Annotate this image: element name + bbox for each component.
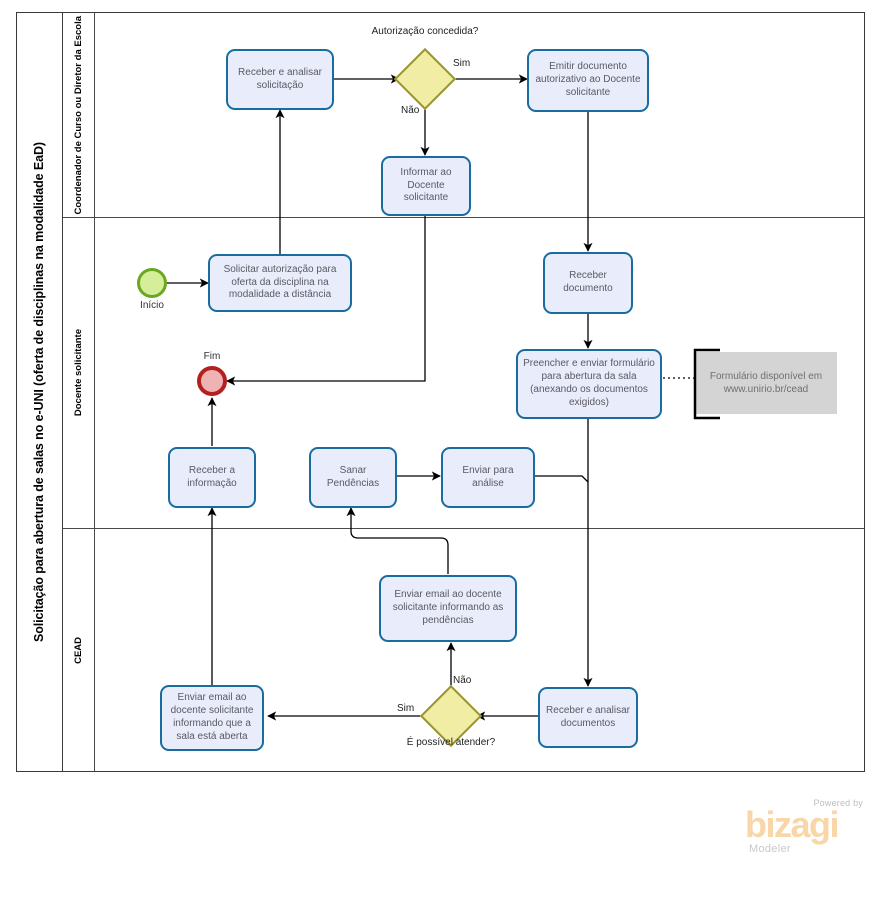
lane-docente-header: Docente solicitante (63, 218, 95, 528)
task-enviar-email-sala-aberta[interactable]: Enviar email ao docente solicitante info… (160, 685, 264, 751)
lane-coordenador-label: Coordenador de Curso ou Diretor da Escol… (72, 15, 84, 215)
annotation-formulario: Formulário disponível em www.unirio.br/c… (695, 352, 837, 414)
pool-header: Solicitação para abertura de salas no e-… (17, 13, 63, 771)
lane-docente-label: Docente solicitante (72, 329, 84, 417)
gateway-atender-label: É possível atender? (406, 737, 496, 748)
task-solicitar-autorizacao[interactable]: Solicitar autorização para oferta da dis… (208, 254, 352, 312)
task-receber-analisar-documentos[interactable]: Receber e analisar documentos (538, 687, 638, 748)
end-event[interactable] (197, 366, 227, 396)
gateway-autorizacao-label: Autorização concedida? (371, 26, 479, 37)
flow-label-autorizacao-nao: Não (401, 105, 420, 116)
start-event-label: Início (140, 300, 164, 311)
bizagi-powered-by-label: Powered by (813, 798, 863, 808)
start-event[interactable] (137, 268, 167, 298)
lane-cead-header: CEAD (63, 529, 95, 771)
bizagi-logo: Powered by bizagi Modeler (745, 798, 865, 860)
task-emitir-documento-autorizativo[interactable]: Emitir documento autorizativo ao Docente… (527, 49, 649, 112)
task-receber-documento[interactable]: Receber documento (543, 252, 633, 314)
end-event-label: Fim (203, 351, 221, 362)
pool-title: Solicitação para abertura de salas no e-… (32, 142, 46, 642)
annotation-bracket-icon (693, 348, 720, 420)
task-informar-docente-solicitante[interactable]: Informar ao Docente solicitante (381, 156, 471, 216)
flow-label-atender-sim: Sim (397, 703, 415, 714)
task-sanar-pendencias[interactable]: Sanar Pendências (309, 447, 397, 508)
bizagi-edition-label: Modeler (749, 843, 791, 855)
lane-cead-label: CEAD (72, 636, 84, 664)
lane-coordenador: Coordenador de Curso ou Diretor da Escol… (63, 13, 864, 218)
task-receber-informacao[interactable]: Receber a informação (168, 447, 256, 508)
task-enviar-email-pendencias[interactable]: Enviar email ao docente solicitante info… (379, 575, 517, 642)
flow-label-atender-nao: Não (453, 675, 472, 686)
task-receber-analisar-solicitacao[interactable]: Receber e analisar solicitação (226, 49, 334, 110)
lane-cead: CEAD (63, 529, 864, 771)
lane-docente: Docente solicitante (63, 218, 864, 529)
task-enviar-para-analise[interactable]: Enviar para análise (441, 447, 535, 508)
bizagi-wordmark: bizagi (745, 804, 840, 845)
lane-coordenador-header: Coordenador de Curso ou Diretor da Escol… (63, 13, 95, 217)
task-preencher-enviar-formulario[interactable]: Preencher e enviar formulário para abert… (516, 349, 662, 419)
flow-label-autorizacao-sim: Sim (453, 58, 471, 69)
